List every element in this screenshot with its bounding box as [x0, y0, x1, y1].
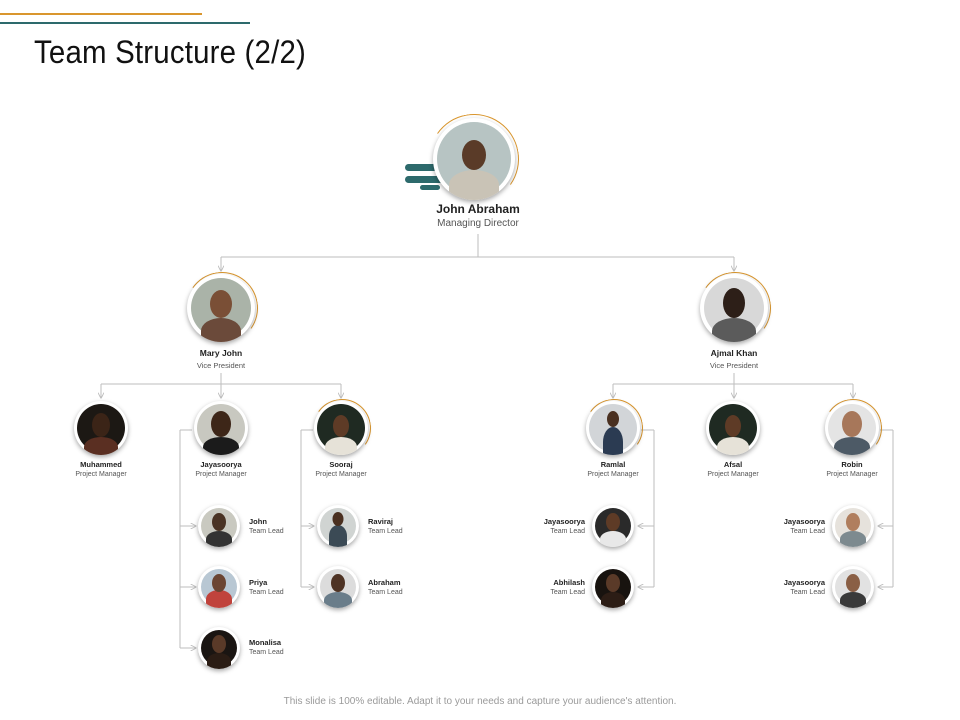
node-name: Jayasoorya — [783, 578, 825, 587]
node-name: Raviraj — [368, 517, 394, 526]
node-role: Project Manager — [75, 471, 127, 478]
node-role: Project Manager — [195, 471, 247, 478]
avatar — [832, 566, 874, 608]
node-name: Ramlal — [600, 460, 626, 469]
node-name: Abraham — [368, 578, 401, 587]
team-lead-label: Priya Team Lead — [249, 578, 284, 596]
team-lead-label: John Team Lead — [249, 517, 284, 535]
node-role: Managing Director — [437, 218, 519, 229]
avatar — [317, 505, 359, 547]
avatar — [433, 118, 515, 200]
org-node-pm: Jayasoorya Project Manager — [171, 460, 271, 478]
team-lead-label: Monalisa Team Lead — [249, 638, 284, 656]
avatar — [74, 401, 128, 455]
avatar — [592, 505, 634, 547]
top-accent-line-teal — [0, 22, 250, 24]
avatar — [825, 401, 879, 455]
node-name: Afsal — [723, 460, 743, 469]
node-role: Team Lead — [368, 528, 403, 535]
team-lead-label: Abraham Team Lead — [368, 578, 403, 596]
avatar — [198, 627, 240, 669]
node-name: Ajmal Khan — [710, 348, 758, 358]
node-role: Team Lead — [249, 528, 284, 535]
node-role: Team Lead — [550, 589, 585, 596]
node-name: Monalisa — [249, 638, 282, 647]
avatar — [198, 505, 240, 547]
node-role: Team Lead — [368, 589, 403, 596]
footer-note: This slide is 100% editable. Adapt it to… — [283, 696, 677, 707]
org-node-pm: Afsal Project Manager — [683, 460, 783, 478]
node-name: Jayasoorya — [783, 517, 825, 526]
org-node-vp-right: Ajmal Khan Vice President — [674, 348, 794, 370]
avatar — [187, 274, 255, 342]
node-name: Jayasoorya — [200, 460, 242, 469]
org-node-pm: Sooraj Project Manager — [291, 460, 391, 478]
node-role: Team Lead — [550, 528, 585, 535]
team-lead-label: Jayasoorya Team Lead — [765, 578, 825, 596]
avatar — [314, 401, 368, 455]
org-node-pm: Muhammed Project Manager — [51, 460, 151, 478]
team-lead-label: Abhilash Team Lead — [525, 578, 585, 596]
team-lead-label: Jayasoorya Team Lead — [525, 517, 585, 535]
team-lead-label: Raviraj Team Lead — [368, 517, 403, 535]
decorative-pill — [420, 185, 440, 190]
node-name: John Abraham — [436, 202, 520, 216]
node-name: Priya — [249, 578, 268, 587]
node-role: Team Lead — [249, 589, 284, 596]
org-node-pm: Robin Project Manager — [802, 460, 902, 478]
top-accent-line-gold — [0, 13, 202, 15]
org-node-vp-left: Mary John Vice President — [161, 348, 281, 370]
avatar — [832, 505, 874, 547]
node-name: Abhilash — [553, 578, 585, 587]
avatar — [317, 566, 359, 608]
avatar — [592, 566, 634, 608]
avatar — [194, 401, 248, 455]
node-role: Project Manager — [587, 471, 639, 478]
avatar — [586, 401, 640, 455]
node-name: Jayasoorya — [543, 517, 585, 526]
node-role: Vice President — [196, 361, 246, 370]
node-role: Project Manager — [707, 471, 759, 478]
node-role: Project Manager — [315, 471, 367, 478]
node-role: Team Lead — [790, 589, 825, 596]
avatar — [700, 274, 768, 342]
org-node-pm: Ramlal Project Manager — [563, 460, 663, 478]
node-role: Team Lead — [790, 528, 825, 535]
avatar — [706, 401, 760, 455]
decorative-pill — [405, 176, 443, 183]
node-name: Robin — [841, 460, 863, 469]
avatar — [198, 566, 240, 608]
org-node-root: John Abraham Managing Director — [398, 202, 558, 229]
node-name: John — [249, 517, 267, 526]
decorative-pill — [405, 164, 449, 171]
node-role: Project Manager — [826, 471, 878, 478]
node-name: Mary John — [199, 348, 243, 358]
team-lead-label: Jayasoorya Team Lead — [765, 517, 825, 535]
node-role: Team Lead — [249, 649, 284, 656]
page-title: Team Structure (2/2) — [34, 34, 307, 70]
node-name: Sooraj — [329, 460, 353, 469]
node-role: Vice President — [709, 361, 759, 370]
node-name: Muhammed — [80, 460, 122, 469]
